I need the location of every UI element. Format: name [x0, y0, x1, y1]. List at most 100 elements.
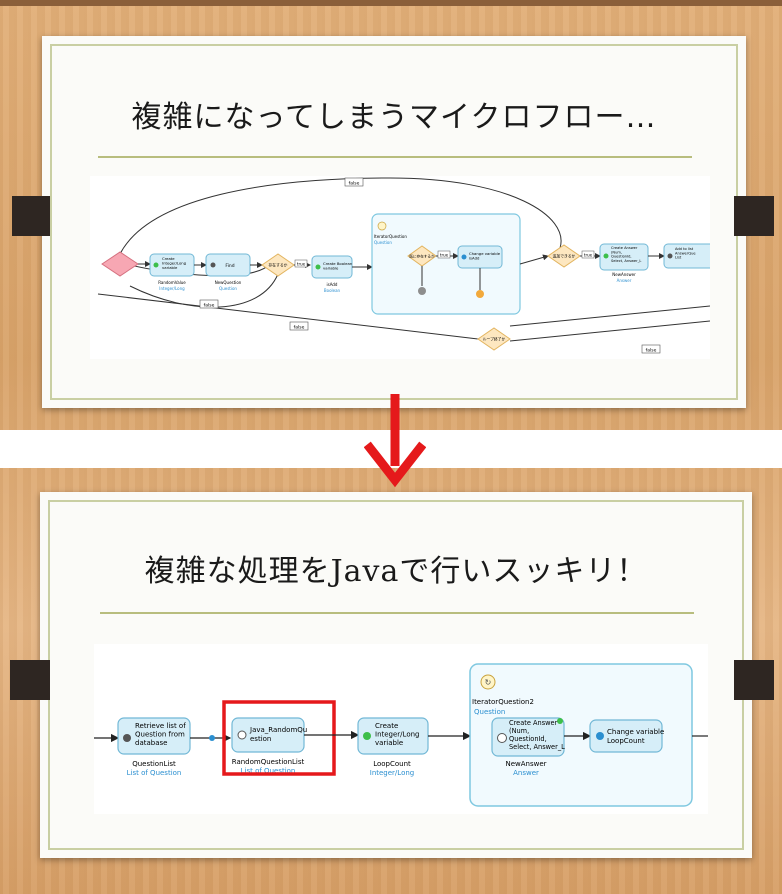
activity-add-to-list: [663, 243, 710, 269]
top-edge: [0, 0, 782, 6]
decision-exists-text: 存在するか: [269, 263, 288, 268]
activity-create-answer2-text: Create Answer(Num,QuestionId,Select, Ans…: [509, 719, 565, 751]
loop-icon-glyph: ↻: [485, 678, 492, 687]
iterator2-type: Question: [474, 708, 505, 716]
slide-title-2: 複雑な処理をJavaで行いスッキリ！: [40, 546, 752, 590]
title-rule: [98, 156, 692, 158]
retrieve-icon: [123, 734, 131, 742]
random-question-list-label: RandomQuestionList: [232, 758, 305, 766]
true-label-3: [581, 250, 595, 259]
false-label-mid: [199, 299, 219, 309]
false-label-bottom: [641, 344, 661, 354]
iterator-type: Question: [374, 240, 392, 245]
change-icon: [461, 254, 467, 260]
highlight-box: [222, 700, 336, 776]
new-answer-type: Answer: [617, 278, 632, 283]
activity-retrieve: [117, 717, 191, 755]
question-list-label: QuestionList: [132, 760, 176, 768]
is-add-type: Boolean: [324, 288, 341, 293]
new-answer-label: NewAnswer: [612, 272, 636, 277]
check-icon-2: [315, 264, 321, 270]
title-part-a: 複雑な処理を: [144, 554, 331, 589]
title-part-c: で行いスッキリ！: [399, 554, 648, 589]
new-answer2-type: Answer: [513, 769, 539, 777]
iterator2-label: IteratorQuestion2: [472, 698, 534, 706]
down-arrow-icon: [364, 394, 426, 488]
random-question-list-type: List of Question: [241, 767, 296, 775]
loop-iterator-question2: [469, 663, 693, 807]
flow-9: [519, 254, 549, 265]
activity-create-answer-text: Create Answer(Num,QuestionId,Select, Ans…: [611, 246, 641, 263]
list-icon: [667, 253, 673, 259]
decision-loop-end: [477, 327, 511, 351]
change-icon-2: [596, 732, 604, 740]
slide-title: 複雑になってしまうマイクロフロー…: [131, 100, 657, 135]
loop-line-bottom-right: [509, 320, 710, 342]
iterator-label: IteratorQuestion: [374, 234, 407, 239]
loop-line-right: [509, 305, 710, 327]
right-tab-top: [734, 196, 774, 236]
true-label-1: [294, 259, 308, 268]
decision-already-exists-text: 既に存在するか: [409, 254, 435, 259]
true-label-1-text: true: [297, 262, 306, 267]
new-answer2-label: NewAnswer: [505, 760, 546, 768]
true-label-2: [437, 250, 451, 259]
check-icon-4: [363, 732, 371, 740]
false-label-low-text: false: [294, 325, 305, 331]
activity-find-text: Find: [225, 263, 234, 269]
loop-count-type: Integer/Long: [370, 769, 414, 777]
connector-dot: [209, 735, 215, 741]
false-label-low: [289, 321, 309, 331]
title-part-java: Java: [330, 554, 400, 589]
title-rule-2: [100, 612, 694, 614]
decision-can-add-text: 追加できるか: [553, 254, 576, 259]
activity-create-answer2: [491, 717, 565, 757]
loop-icon-2: [480, 674, 496, 690]
question-list-type: List of Question: [127, 769, 182, 777]
loop-count-label: LoopCount: [373, 760, 411, 768]
loop-line-low: [129, 273, 279, 308]
false-label-top: [344, 177, 364, 187]
decision-start: [101, 251, 139, 277]
false-label-mid-text: false: [204, 303, 215, 309]
check-icon: [153, 262, 159, 268]
true-label-3-text: true: [584, 253, 593, 258]
loop-icon: [377, 221, 387, 231]
random-value-type: Integer/Long: [159, 286, 185, 291]
activity-create-answer: [599, 243, 649, 271]
left-tab-bottom: [10, 660, 50, 700]
left-tab-top: [12, 196, 50, 236]
true-label-2-text: true: [440, 253, 449, 258]
new-question-type: Question: [219, 286, 237, 291]
right-tab-bottom: [734, 660, 774, 700]
decision-loop-end-text: ループ終了か: [483, 337, 506, 342]
end-event: [476, 290, 484, 298]
continue-event: [418, 287, 426, 295]
check-icon-5: [497, 733, 507, 743]
loop-line-top: [119, 177, 562, 255]
is-add-label: isAdd: [327, 282, 338, 287]
find-icon: [210, 262, 216, 268]
slide-complex-microflow: 複雑になってしまうマイクロフロー… false false false fals…: [42, 36, 746, 408]
loop-line-bottom: [97, 293, 479, 340]
check-icon-3: [603, 253, 609, 259]
check-badge: [557, 718, 563, 724]
activity-change-loop: [589, 719, 663, 753]
new-question-label: NewQuestion: [215, 280, 242, 285]
false-label-top-text: false: [349, 181, 360, 187]
random-value-label: RandomValue: [158, 280, 186, 285]
java-icon: [237, 730, 247, 740]
